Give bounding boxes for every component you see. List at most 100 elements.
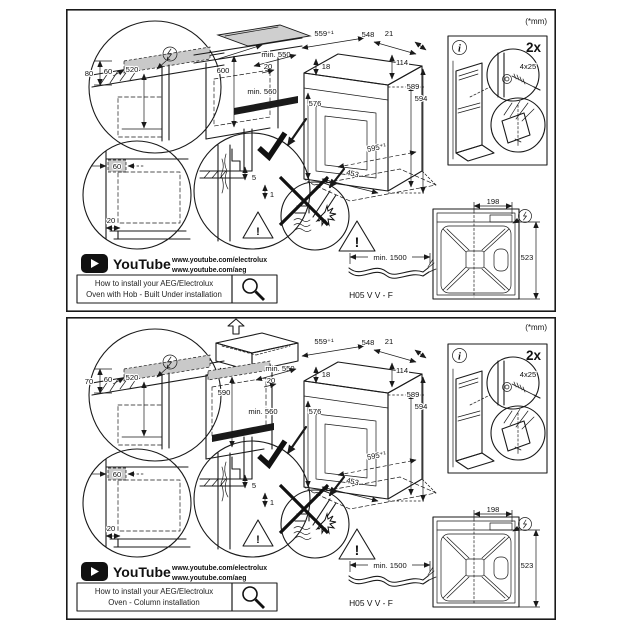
plinth-recess-dim: 20 [107, 524, 115, 533]
video-caption-line2: Oven with Hob - Built Under installation [86, 290, 222, 299]
supply-depth-dim: 520 [126, 65, 139, 74]
oven-rear-view: 198 523 [432, 196, 540, 300]
svg-text:!: ! [256, 534, 260, 546]
info-icon: i [452, 348, 467, 363]
leader-arrow-clamp [286, 117, 308, 147]
youtube-block: YouTube www.youtube.com/electrolux www.y… [76, 562, 278, 612]
bracket-detail [490, 405, 546, 461]
warning-triangle-small-icon: ! [242, 211, 274, 239]
cable-type-label: H05 V V - F [349, 598, 393, 608]
panel-built-under: (*mm) 80 60 [66, 9, 556, 312]
youtube-logo: YouTube [81, 254, 171, 273]
power-terminal-icon [512, 517, 532, 532]
oven-body-height-dim: 589 [407, 82, 420, 91]
oven-top-inset-dim: 18 [322, 370, 330, 379]
niche-height-dim: 590 [218, 388, 231, 397]
front-offset-dim: 60 [104, 67, 112, 76]
oven-body-height-dim: 589 [407, 390, 420, 399]
play-icon [91, 259, 99, 268]
youtube-wordmark: YouTube [113, 564, 171, 580]
leader-arrow-pinch [328, 167, 346, 189]
video-caption-line1: How to install your AEG/Electrolux [95, 587, 213, 596]
terminal-offset-dim: 198 [487, 505, 500, 514]
video-caption-line1: How to install your AEG/Electrolux [95, 279, 213, 288]
play-icon [91, 567, 99, 576]
cable-pinch-forbidden-detail [278, 483, 350, 559]
lift-up-arrow-icon [227, 318, 245, 335]
oven-rear-gap-dim: 21 [385, 29, 393, 38]
cable-routing-detail: 5 1 ! [193, 436, 311, 558]
warning-triangle-icon: ! [338, 220, 376, 252]
magnifier-icon [242, 278, 265, 301]
niche-width-dim: min. 560 [247, 87, 276, 96]
screw-size-label: 4x25 [520, 370, 536, 379]
youtube-logo: YouTube [81, 562, 171, 581]
svg-text:!: ! [355, 234, 360, 250]
screw-quantity-label: 2x [526, 348, 542, 363]
oven-side-view [452, 368, 495, 470]
screw-quantity-label: 2x [526, 40, 542, 55]
cross-forbidden-icon [278, 175, 330, 227]
oven-top-width-dim: 559⁺¹ [314, 337, 334, 346]
niche-height-dim: 600 [217, 66, 230, 75]
cable-length-dim: min. 1500 [373, 253, 406, 262]
built-under-diagram: (*mm) 80 60 [66, 9, 556, 312]
crush-star-icon [315, 512, 337, 535]
rear-height-dim: 523 [521, 253, 534, 262]
column-diagram: (*mm) 70 60 [66, 317, 556, 620]
side-clearance-dim: 60 [113, 162, 121, 171]
oven-top-width-dim: 559⁺¹ [314, 29, 334, 38]
bracket-detail [490, 97, 546, 153]
mounting-hardware-panel: i 2x 4x25 [447, 35, 548, 166]
screw-size-label: 4x25 [520, 62, 536, 71]
hob [216, 24, 312, 47]
cable-pinch-forbidden-detail [278, 175, 350, 251]
oven-front-height-dim: 576 [309, 407, 322, 416]
column-cabinet: 590 min. 550 20 min. 560 [205, 318, 299, 460]
panel-column: (*mm) 70 60 [66, 317, 556, 620]
clamp-front-gap-dim: 1 [270, 190, 274, 199]
clamp-top-gap-dim: 5 [252, 173, 256, 182]
oven-control-height-dim: 114 [396, 366, 408, 375]
niche-corner-detail: 60 20 [82, 140, 192, 250]
cable-routing-detail: 5 1 ! [193, 128, 311, 250]
built-under-cabinet: 600 min. 550 20 min. 560 [193, 24, 312, 140]
crush-star-icon [315, 204, 337, 227]
screw-detail: 4x25 [486, 356, 541, 410]
search-box [231, 582, 278, 612]
youtube-block: YouTube www.youtube.com/electrolux www.y… [76, 254, 278, 304]
oven-rear-view: 198 523 [432, 504, 540, 608]
youtube-url-electrolux: www.youtube.com/electrolux [171, 257, 267, 264]
supply-depth-dim: 520 [126, 373, 139, 382]
svg-text:i: i [458, 44, 461, 55]
cable-length-dim: min. 1500 [373, 561, 406, 570]
clamp-front-gap-dim: 1 [270, 498, 274, 507]
oven-isometric: 559⁺¹ 548 21 18 114 576 589 594 595⁺¹ [301, 336, 437, 510]
power-location-icon [162, 354, 178, 370]
video-caption-line2: Oven - Column installation [108, 598, 199, 607]
check-icon [257, 131, 288, 162]
oven-base-depth-dim: 453 [345, 168, 359, 180]
clamp-top-gap-dim: 5 [252, 481, 256, 490]
youtube-url-electrolux: www.youtube.com/electrolux [171, 565, 267, 572]
screw-icon [511, 381, 535, 396]
magnifier-icon [242, 586, 265, 609]
oven-base-depth-dim: 453 [345, 476, 359, 488]
cable-type-label: H05 V V - F [349, 290, 393, 300]
units-note: (*mm) [525, 323, 547, 332]
leader-arrow-pinch [328, 475, 346, 497]
cross-forbidden-icon [278, 483, 330, 535]
front-offset-dim: 60 [104, 375, 112, 384]
svg-text:!: ! [355, 542, 360, 558]
oven-top-depth-dim: 548 [362, 30, 375, 39]
check-icon [257, 439, 288, 470]
search-box [231, 274, 278, 304]
top-clearance-dim: 80 [85, 69, 93, 78]
rear-height-dim: 523 [521, 561, 534, 570]
youtube-wordmark: YouTube [113, 256, 171, 272]
power-location-icon [162, 46, 178, 62]
oven-front-height-dim: 576 [309, 99, 322, 108]
terminal-offset-dim: 198 [487, 197, 500, 206]
vent-gap-dim: 20 [267, 376, 275, 385]
